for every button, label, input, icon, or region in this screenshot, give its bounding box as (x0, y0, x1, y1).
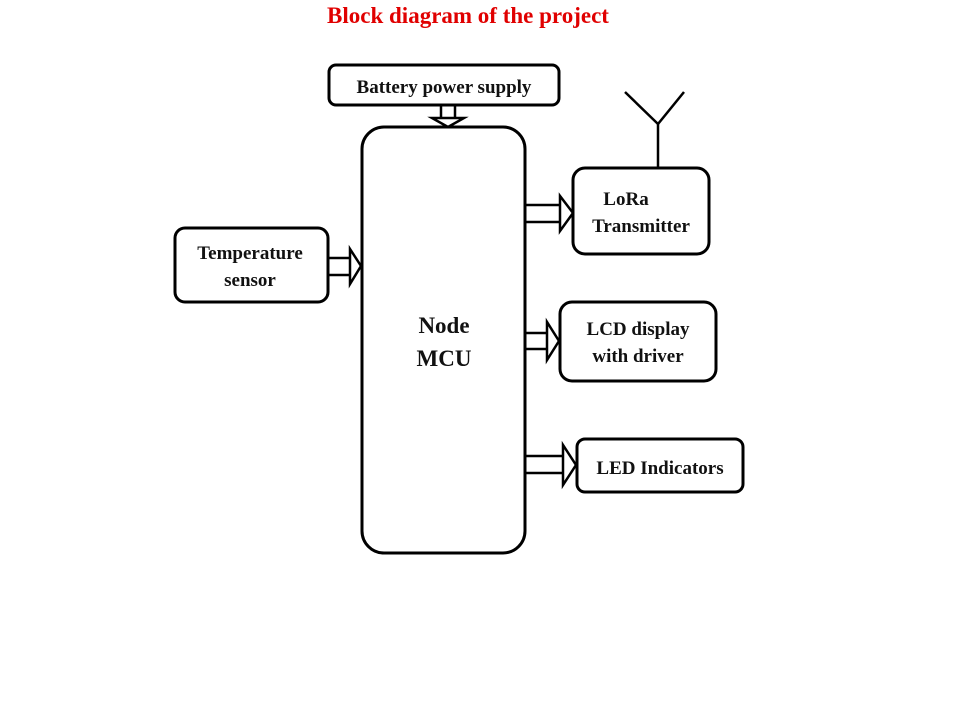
temperature-to-mcu-arrow (329, 244, 363, 289)
temperature-box (173, 226, 330, 304)
lora-box (571, 166, 711, 256)
led-block: LED Indicators (575, 437, 745, 494)
temperature-label-line2: sensor (224, 270, 276, 291)
lcd-label-line2: with driver (592, 346, 684, 367)
lcd-block: LCD display with driver (558, 300, 718, 383)
battery-label: Battery power supply (357, 77, 532, 98)
mcu-label-line1: Node (418, 313, 469, 338)
lora-label-line1: LoRa (603, 189, 649, 210)
led-label: LED Indicators (596, 458, 723, 479)
diagram-title: Block diagram of the project (327, 3, 609, 28)
battery-block: Battery power supply (327, 63, 561, 107)
temperature-block: Temperature sensor (173, 226, 330, 304)
mcu-label-line2: MCU (417, 346, 472, 371)
lora-block: LoRa Transmitter (571, 166, 711, 256)
mcu-block: Node MCU (360, 125, 527, 555)
antenna-icon (624, 91, 685, 168)
battery-box (327, 63, 561, 107)
mcu-to-led-arrow (526, 440, 578, 490)
temperature-label-line1: Temperature (197, 243, 303, 264)
mcu-to-lcd-arrow (526, 317, 561, 365)
lcd-label-line1: LCD display (587, 319, 690, 340)
lcd-box (558, 300, 718, 383)
mcu-to-lora-arrow (526, 192, 575, 235)
mcu-box (360, 125, 527, 555)
battery-to-mcu-arrow (427, 106, 469, 129)
lora-label-line2: Transmitter (592, 216, 690, 237)
